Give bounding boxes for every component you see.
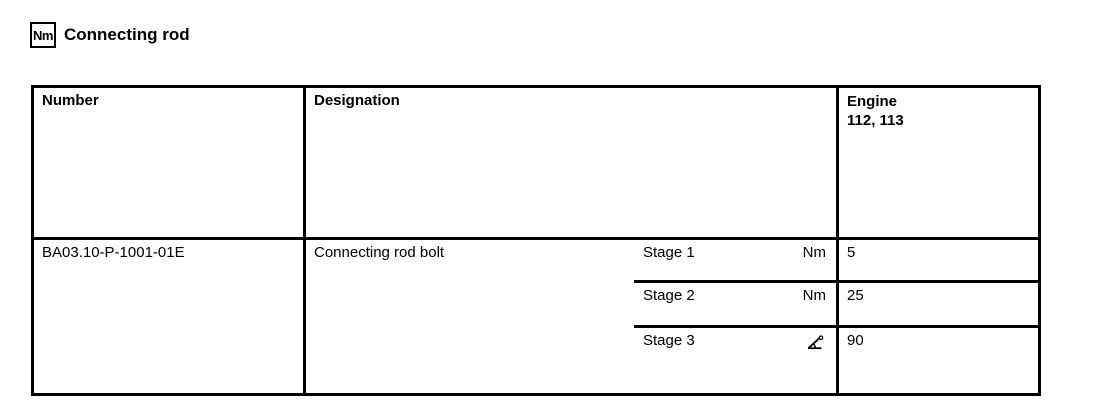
- row-designation-cell: Connecting rod bolt: [314, 244, 445, 261]
- nm-torque-icon-label: Nm: [33, 27, 53, 43]
- engine-value-stage-3: 90: [836, 328, 1038, 393]
- column-header-engine: Engine 112, 113: [836, 88, 1038, 240]
- stage-3-label: Stage 3: [643, 332, 695, 349]
- stage-1-label: Stage 1: [643, 244, 695, 261]
- engine-value-stage-1: 5: [836, 240, 1038, 283]
- column-header-number: Number: [34, 88, 306, 240]
- page-title: Connecting rod: [64, 25, 190, 44]
- torque-spec-table: Number Designation Engine 112, 113 BA03.…: [31, 85, 1041, 396]
- column-header-engine-line2: 112, 113: [847, 112, 904, 129]
- document-title-bar: Nm Connecting rod: [30, 22, 190, 48]
- stage-1-cell: Stage 1 Nm: [634, 240, 836, 283]
- nm-torque-icon: Nm: [30, 22, 56, 48]
- stage-2-unit: Nm: [802, 287, 826, 304]
- stage-1-unit: Nm: [802, 244, 826, 261]
- engine-value-stage-2: 25: [836, 283, 1038, 328]
- row-number-cell: BA03.10-P-1001-01E: [34, 240, 306, 393]
- stage-3-cell: Stage 3: [634, 328, 836, 393]
- column-header-engine-line1: Engine: [847, 93, 898, 110]
- column-header-designation: Designation: [306, 88, 836, 240]
- angle-degrees-icon: [806, 335, 826, 355]
- stage-2-label: Stage 2: [643, 287, 695, 304]
- stage-2-cell: Stage 2 Nm: [634, 283, 836, 328]
